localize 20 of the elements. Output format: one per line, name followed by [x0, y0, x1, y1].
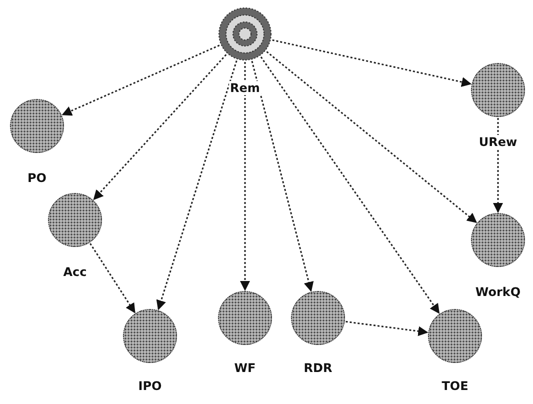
- arrow: [62, 44, 220, 116]
- arrow: [266, 51, 478, 223]
- node-label: PO: [26, 171, 48, 185]
- node-label: WF: [233, 361, 257, 375]
- node-label: RDR: [302, 361, 334, 375]
- arrow: [346, 320, 428, 336]
- arrow: [493, 118, 503, 213]
- node-label: URew: [478, 135, 518, 149]
- arrow: [251, 60, 314, 292]
- node-label: Acc: [62, 265, 88, 279]
- node-label: WorkQ: [474, 285, 522, 299]
- arrow: [260, 56, 440, 314]
- node-label: IPO: [137, 379, 163, 393]
- arrow: [272, 39, 472, 87]
- arrow: [156, 60, 238, 310]
- node-label: Rem: [229, 81, 261, 95]
- arrow: [93, 54, 227, 200]
- arrow: [240, 62, 250, 291]
- node-label: TOE: [440, 379, 470, 393]
- arrow: [90, 243, 136, 314]
